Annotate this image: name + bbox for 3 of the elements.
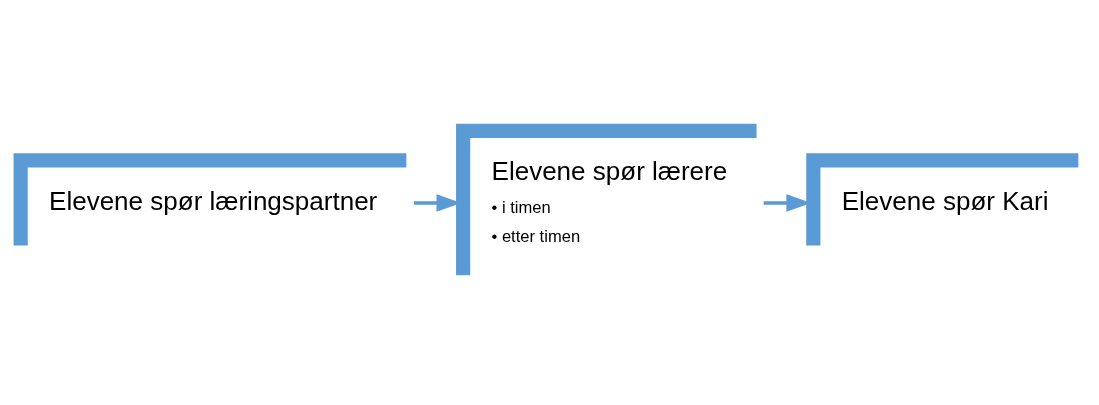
node-text: Elevene spør Kari — [841, 185, 1049, 216]
node-text: Elevene spør lærere • i timen • etter timen — [491, 155, 728, 246]
node-text: Elevene spør læringspartner — [49, 185, 378, 216]
